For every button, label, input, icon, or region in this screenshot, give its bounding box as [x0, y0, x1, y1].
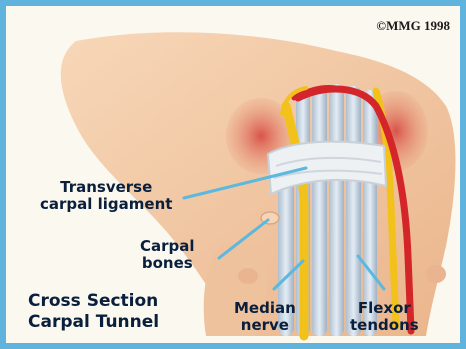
label-line: Median	[234, 300, 296, 317]
label-line: Carpal	[140, 238, 195, 255]
flexor-tendons-label: Flexor tendons	[350, 300, 419, 334]
label-line: carpal ligament	[40, 196, 172, 213]
label-line: nerve	[234, 317, 296, 334]
label-line: Flexor	[350, 300, 419, 317]
diagram-title: Cross Section Carpal Tunnel	[28, 291, 159, 333]
fingertip	[426, 265, 446, 283]
copyright-text: ©MMG 1998	[376, 18, 450, 34]
fingertip	[238, 268, 258, 284]
carpal-bones-label: Carpal bones	[140, 238, 195, 272]
label-line: tendons	[350, 317, 419, 334]
title-line: Cross Section	[28, 291, 159, 312]
label-line: bones	[140, 255, 195, 272]
transverse-ligament-label: Transverse carpal ligament	[40, 179, 172, 213]
median-nerve-label: Median nerve	[234, 300, 296, 334]
title-line: Carpal Tunnel	[28, 312, 159, 333]
label-line: Transverse	[40, 179, 172, 196]
